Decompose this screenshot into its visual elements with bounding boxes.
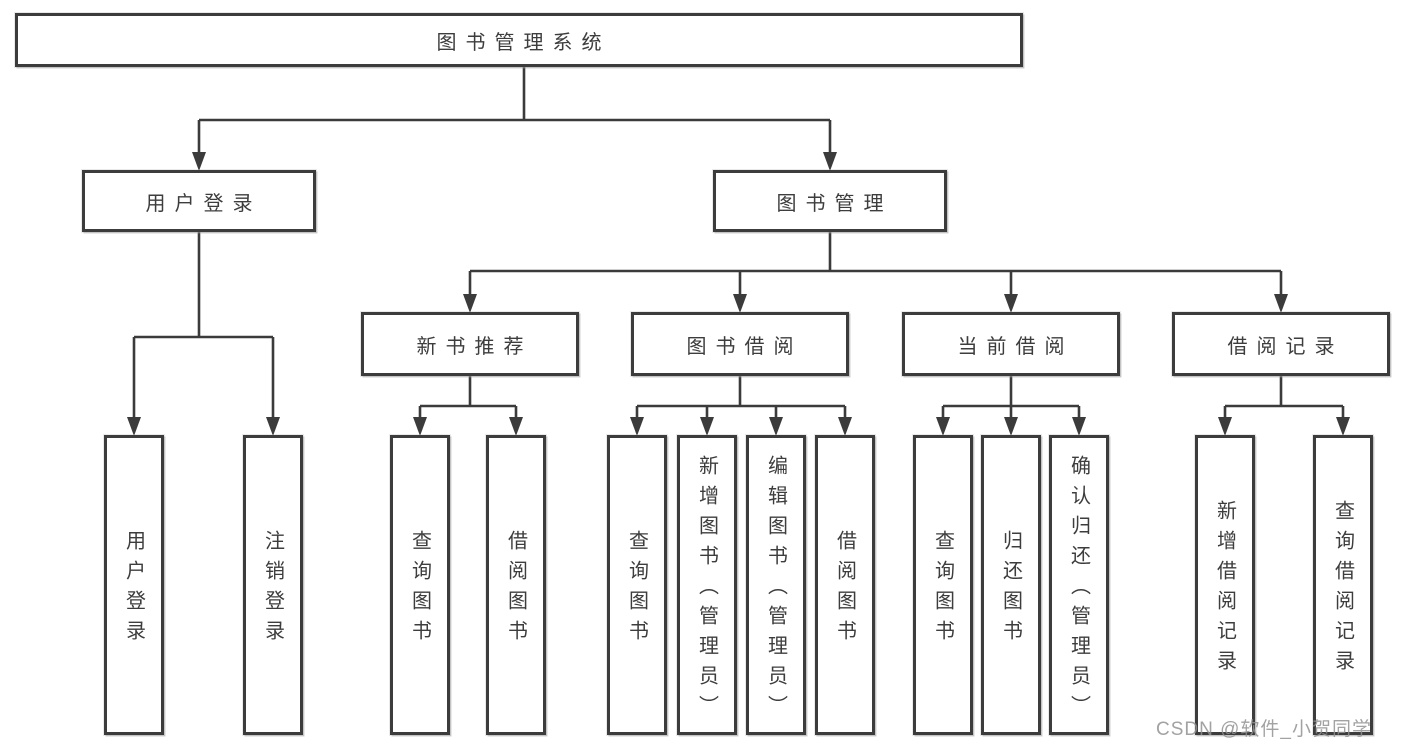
node-user-login-leaf: 用户登录 <box>104 435 164 735</box>
node-query-books-borrow: 查询图书 <box>607 435 667 735</box>
connector-root-to-level1 <box>192 67 837 171</box>
node-edit-books-admin-label: 编辑图书（管理员） <box>764 455 787 725</box>
csdn-watermark: CSDN @软件_小贺同学 <box>1156 719 1372 740</box>
node-borrow-books-recommend-label: 借阅图书 <box>504 530 527 650</box>
node-book-management-label: 图书管理 <box>776 192 893 215</box>
node-add-books-admin-label: 新增图书（管理员） <box>695 455 718 725</box>
node-add-borrow-record: 新增借阅记录 <box>1195 435 1255 735</box>
node-query-books-borrow-label: 查询图书 <box>625 530 648 650</box>
connector-user-login-children <box>127 232 280 436</box>
node-library-system-label: 图书管理系统 <box>436 31 611 54</box>
node-current-borrowing-label: 当前借阅 <box>957 335 1074 358</box>
connector-borrow-records-children <box>1218 376 1350 436</box>
node-add-borrow-record-label: 新增借阅记录 <box>1213 500 1236 680</box>
node-query-books-recommend-label: 查询图书 <box>408 530 431 650</box>
node-book-borrowing-label: 图书借阅 <box>686 335 803 358</box>
node-query-books-current-label: 查询图书 <box>931 530 954 650</box>
node-book-borrowing: 图书借阅 <box>631 312 849 376</box>
node-user-login-label: 用户登录 <box>145 192 262 215</box>
node-return-books: 归还图书 <box>981 435 1041 735</box>
node-edit-books-admin: 编辑图书（管理员） <box>746 435 806 735</box>
connector-book-borrow-children <box>630 376 852 436</box>
node-book-management: 图书管理 <box>713 170 947 232</box>
connector-book-mgmt-children <box>463 232 1288 313</box>
node-query-books-current: 查询图书 <box>913 435 973 735</box>
node-new-book-recommend: 新书推荐 <box>361 312 579 376</box>
connector-new-book-children <box>413 376 523 436</box>
node-user-login: 用户登录 <box>82 170 316 232</box>
node-new-book-recommend-label: 新书推荐 <box>416 335 533 358</box>
node-user-login-leaf-label: 用户登录 <box>122 530 145 650</box>
node-borrow-books-recommend: 借阅图书 <box>486 435 546 735</box>
node-return-books-label: 归还图书 <box>999 530 1022 650</box>
node-borrow-records: 借阅记录 <box>1172 312 1390 376</box>
node-logout: 注销登录 <box>243 435 303 735</box>
node-query-borrow-record: 查询借阅记录 <box>1313 435 1373 735</box>
connector-current-borrow-children <box>936 376 1086 436</box>
node-confirm-return-admin: 确认归还（管理员） <box>1049 435 1109 735</box>
node-query-borrow-record-label: 查询借阅记录 <box>1331 500 1354 680</box>
node-add-books-admin: 新增图书（管理员） <box>677 435 737 735</box>
node-borrow-records-label: 借阅记录 <box>1227 335 1344 358</box>
node-borrow-books: 借阅图书 <box>815 435 875 735</box>
node-query-books-recommend: 查询图书 <box>390 435 450 735</box>
node-library-system: 图书管理系统 <box>15 13 1023 67</box>
node-logout-label: 注销登录 <box>261 530 284 650</box>
node-confirm-return-admin-label: 确认归还（管理员） <box>1067 455 1090 725</box>
node-borrow-books-label: 借阅图书 <box>833 530 856 650</box>
node-current-borrowing: 当前借阅 <box>902 312 1120 376</box>
